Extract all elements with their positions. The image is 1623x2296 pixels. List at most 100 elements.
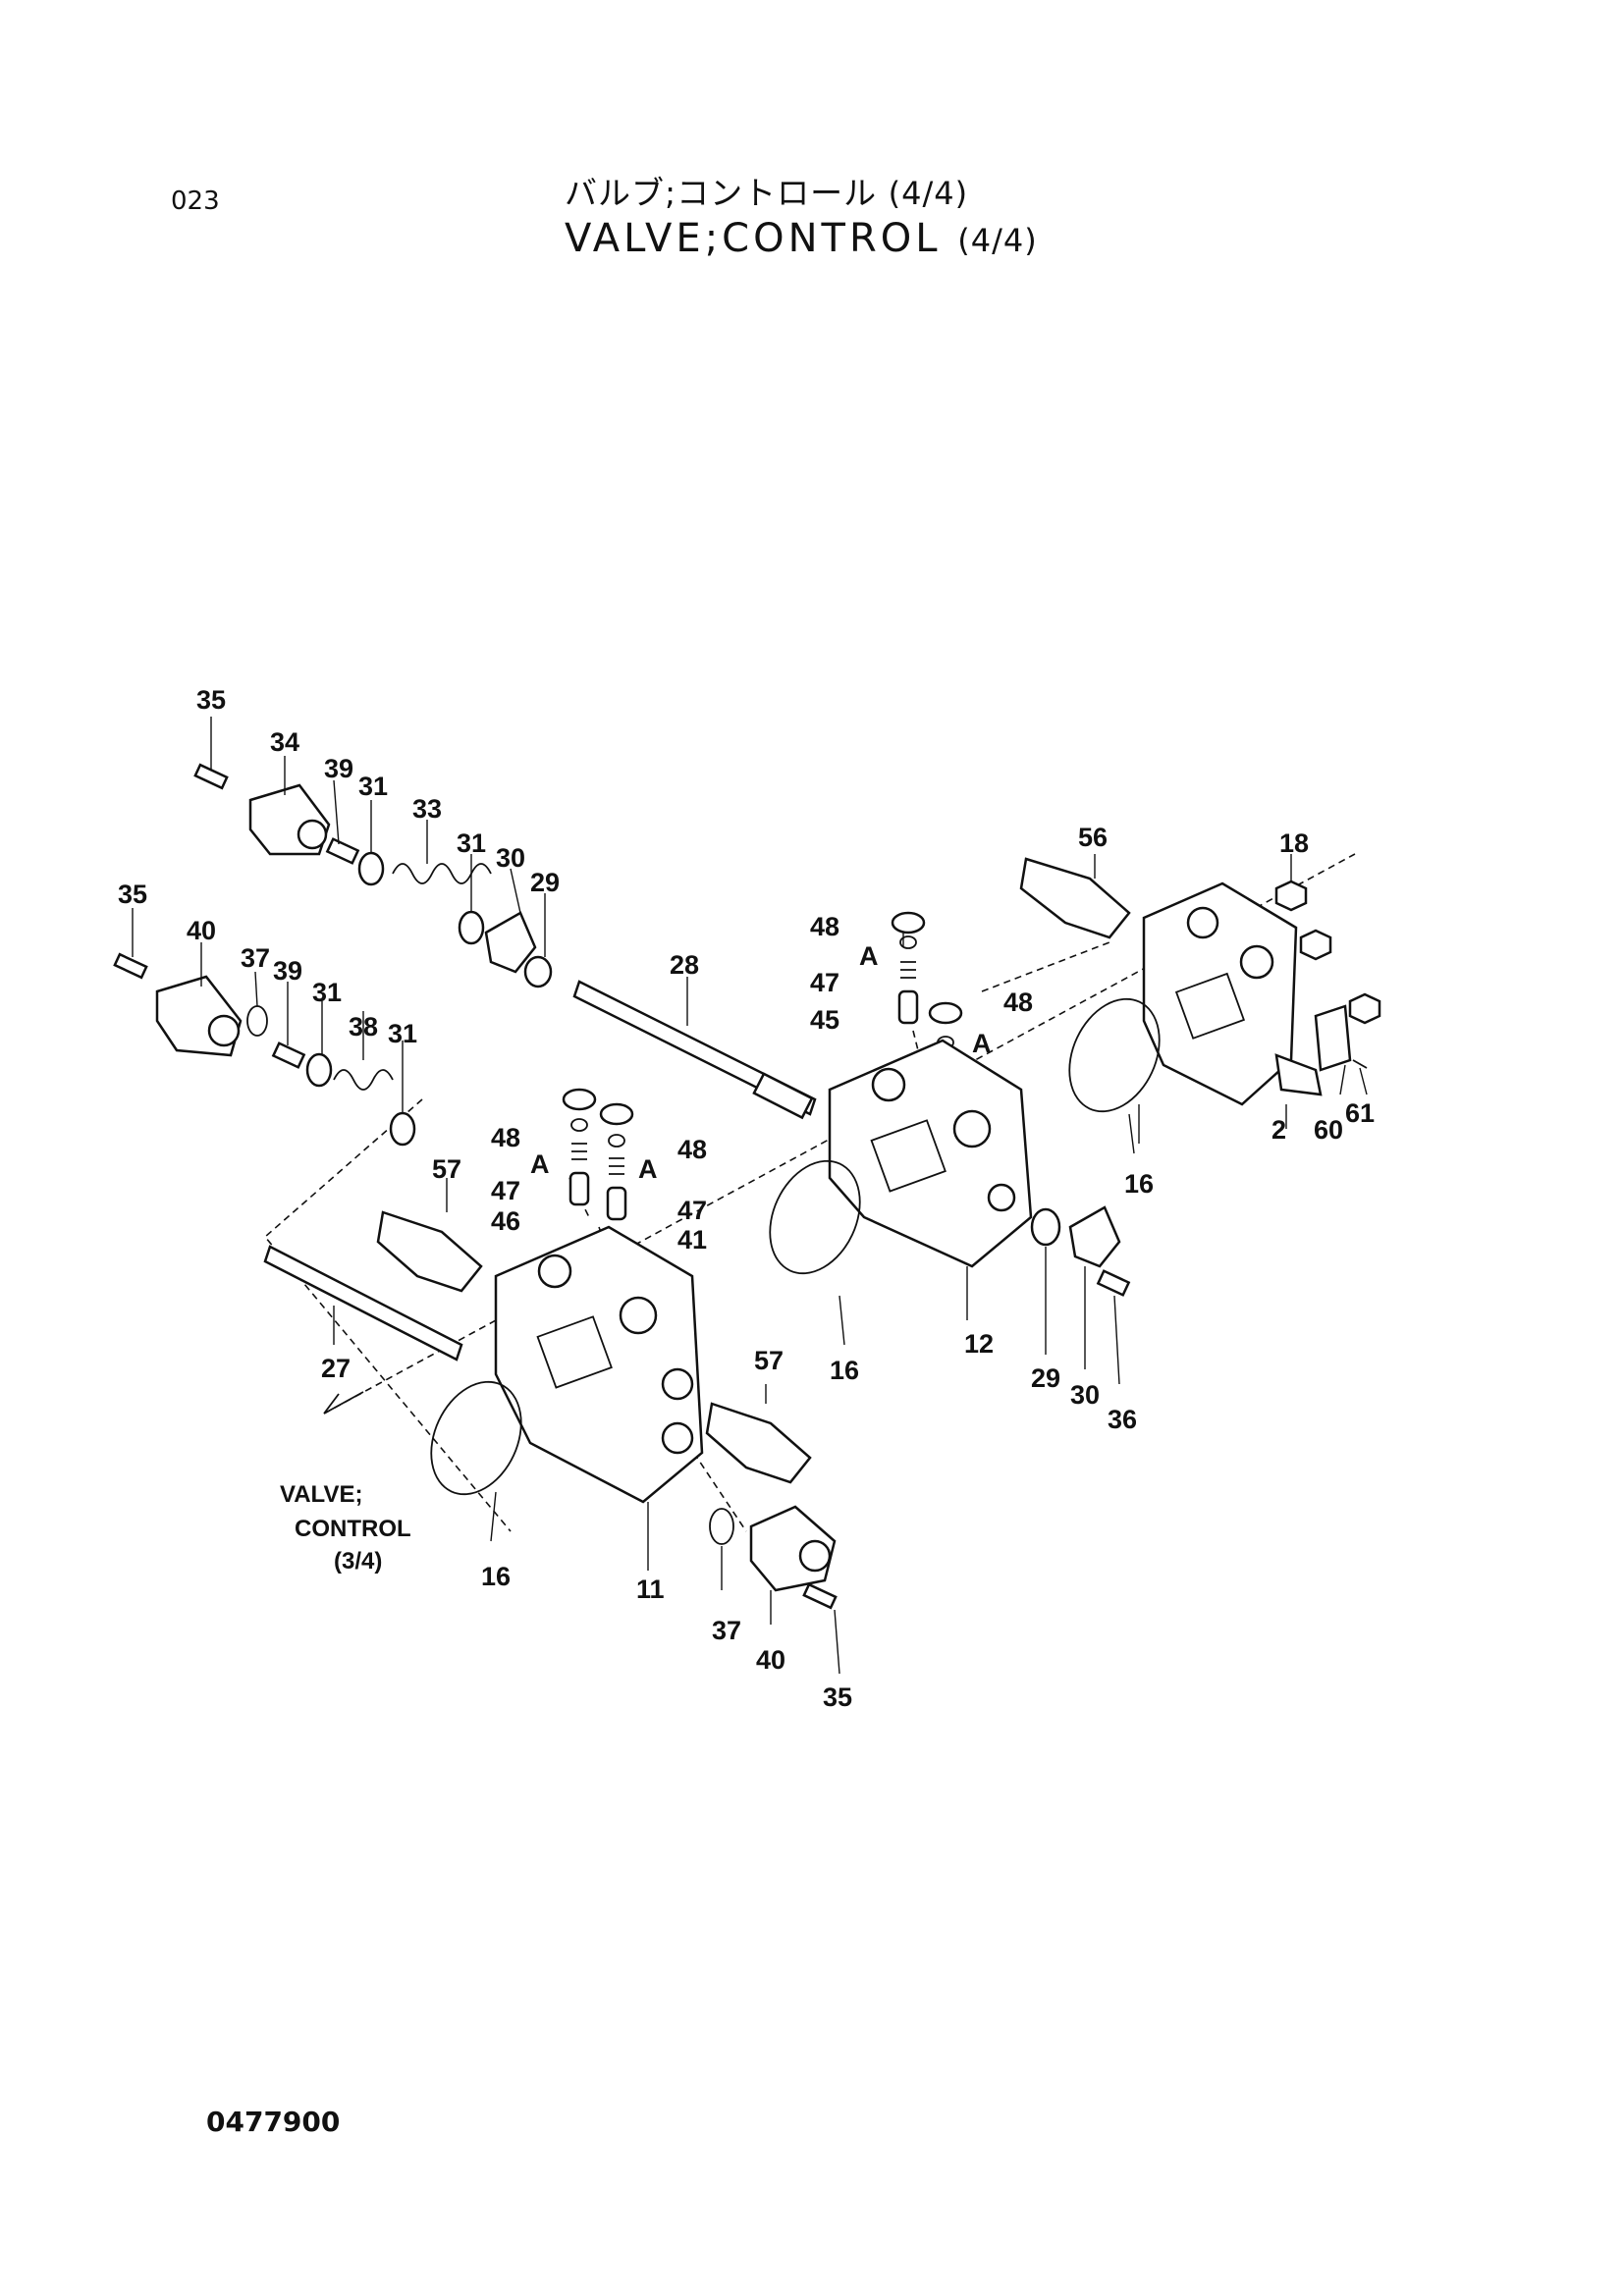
callout-41: 41 [677,1225,707,1255]
seat-31-d [389,1111,416,1147]
screw-61 [1352,1059,1368,1069]
seat-31-a [357,851,385,886]
housing-2-window [1174,972,1246,1040]
upper-spring-cover-assembly [193,763,553,988]
nuts-and-plate [1274,880,1381,1072]
stopper-39-upper [325,837,360,865]
seat-31-c [305,1052,333,1088]
plug-48-a [891,911,926,934]
housing-12 [828,1039,1033,1268]
housing-12-body [828,1039,1033,1268]
relief-valves [376,857,1131,1484]
callout-46: 46 [491,1206,520,1236]
poppet-41 [606,1186,627,1221]
callout-2: 2 [1271,1115,1286,1145]
callout-38: 38 [349,1012,378,1041]
title-en-text: VALVE;CONTROL [565,216,942,261]
callout-34: 34 [270,727,299,757]
leader-lines [132,717,1368,1675]
oring-16-middle [769,1159,861,1275]
housing-11 [494,1225,704,1504]
callout-31: 31 [358,772,388,801]
callout-a: A [638,1154,658,1184]
housing-2-port-a [1186,906,1219,939]
callout-11: 11 [636,1575,665,1604]
housing-11-body [494,1225,704,1504]
oring-16-right [1068,997,1161,1113]
title-en-suffix: (4/4) [957,222,1038,259]
stopper-39-lower [271,1041,306,1069]
callout-57: 57 [432,1154,461,1184]
callout-47: 47 [491,1176,520,1205]
callout-61: 61 [1345,1098,1375,1128]
callout-31: 31 [388,1019,417,1048]
housing-11-port-d [661,1421,694,1455]
callout-48: 48 [491,1123,520,1152]
cover-40-port [207,1014,241,1047]
callout-48: 48 [677,1135,707,1164]
check-valve-parts [562,911,963,1221]
callout-39: 39 [273,956,302,986]
callout-48: 48 [810,912,839,941]
callout-47: 47 [810,968,839,997]
plug-48-d [599,1102,634,1126]
spool-28 [572,980,817,1116]
seat-31-b [458,910,485,945]
callout-16: 16 [481,1562,511,1591]
reference-line-3: (3/4) [334,1548,382,1575]
housing-12-end-parts [1030,1205,1131,1297]
poppet-46 [568,1171,590,1206]
plug-48-c [562,1088,597,1111]
page-number: 023 [171,187,220,216]
callout-35: 35 [118,880,147,909]
oring-37-lower [709,1508,734,1545]
callout-39: 39 [324,754,353,783]
housing-2 [1142,881,1323,1106]
title-english: VALVE;CONTROL (4/4) [565,216,1038,261]
callout-29: 29 [1031,1363,1060,1393]
callout-48: 48 [1003,988,1033,1017]
cover-34-port [297,819,328,850]
housing-11-window [536,1315,613,1389]
lower-spring-cover-assembly [113,952,416,1147]
title-jp-suffix: (4/4) [888,175,969,212]
seal-29-lower [1030,1207,1061,1247]
relief-valve-57-lower [705,1402,812,1484]
nut-18-b [1299,929,1332,961]
housing-2-port-b [1239,944,1274,980]
housing-2-body [1142,881,1298,1106]
callout-28: 28 [670,950,699,980]
callout-30: 30 [496,843,525,873]
callout-56: 56 [1078,823,1108,852]
callout-47: 47 [677,1196,707,1225]
housing-12-port-c [987,1183,1016,1212]
spring-47-a [900,961,916,979]
title-japanese: バルブ;コントロール (4/4) [565,167,968,214]
reference-line-2: CONTROL [295,1516,411,1542]
callout-a: A [859,941,879,971]
relief-valve-56 [1019,857,1131,939]
callout-a: A [972,1029,992,1058]
seal-29-upper [523,955,553,988]
housing-12-window [870,1119,947,1193]
callout-35: 35 [823,1682,852,1712]
cover-40-lower-port [798,1539,832,1573]
bolt-36 [1096,1269,1131,1297]
callout-16: 16 [1124,1169,1154,1199]
orings-16 [430,997,1161,1496]
callout-60: 60 [1314,1115,1343,1145]
lower-cover-assembly [709,1505,838,1610]
bolt-35-lower [802,1582,838,1610]
callout-31: 31 [457,828,486,858]
spring-38 [333,1069,394,1091]
housing-11-port-b [619,1296,658,1335]
spring-47-c [609,1157,624,1175]
callout-33: 33 [412,794,442,824]
housing-11-port-a [537,1254,572,1289]
callout-35: 35 [196,685,226,715]
spring-47-b [571,1143,587,1160]
callout-a: A [530,1149,550,1179]
callout-45: 45 [810,1005,839,1035]
housing-12-port-b [952,1109,992,1148]
